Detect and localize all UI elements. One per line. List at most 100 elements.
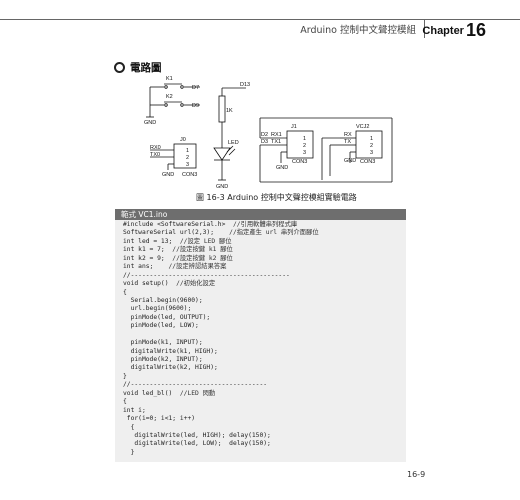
- code-line: void led_bl() //LED 閃動: [123, 390, 406, 398]
- code-text: digitalWrite(k1, HIGH);: [123, 347, 218, 355]
- code-line: for(i=0; i<1; i++): [123, 415, 406, 423]
- label-j1: J1: [291, 124, 297, 130]
- code-text: SoftwareSerial url(2,3);: [123, 229, 214, 237]
- label-tx: TX: [344, 139, 351, 145]
- figure-caption: 圖 16-3 Arduino 控制中文聲控模組實驗電路: [196, 193, 357, 202]
- code-title: 範式 VC1.ino: [115, 209, 406, 220]
- code-text: int led = 13;: [123, 237, 173, 245]
- label-j2-pin1: 1: [370, 136, 373, 142]
- code-line: //--------------------------------------…: [123, 272, 406, 280]
- label-gnd-j1: GND: [276, 165, 288, 171]
- code-comment: //設定 LED 腳位: [172, 237, 232, 245]
- label-resistor: 1K: [226, 108, 233, 114]
- code-line: {: [123, 398, 406, 406]
- code-line: pinMode(led, OUTPUT);: [123, 314, 406, 322]
- code-text: Serial.begin(9600);: [123, 296, 203, 304]
- code-comment: //設定辨認結果答案: [153, 263, 227, 271]
- chapter-number: 16: [465, 20, 486, 40]
- code-line: digitalWrite(k2, HIGH);: [123, 364, 406, 372]
- code-line: int i;: [123, 407, 406, 415]
- label-gnd-led: GND: [216, 184, 228, 190]
- code-line: pinMode(led, LOW);: [123, 322, 406, 330]
- code-text: pinMode(k2, INPUT);: [123, 356, 203, 363]
- label-gnd-switch: GND: [144, 120, 156, 126]
- code-text: pinMode(k1, INPUT);: [123, 339, 203, 347]
- code-text: void setup(): [123, 280, 169, 288]
- label-d2: D2: [261, 132, 268, 138]
- code-text: }: [123, 448, 135, 456]
- label-d7: D7: [192, 85, 199, 91]
- code-text: digitalWrite(k2, HIGH);: [123, 364, 218, 372]
- label-d13: D13: [240, 82, 250, 88]
- label-vcj2: VCJ2: [356, 124, 369, 130]
- ring-bullet-icon: [114, 62, 125, 73]
- label-j0-pin1: 1: [186, 148, 189, 154]
- label-led: LED: [228, 140, 239, 146]
- label-j2-pin3: 3: [370, 150, 373, 156]
- label-tx1: TX1: [271, 139, 281, 145]
- code-comment: //引用軟體串列程式庫: [225, 221, 298, 228]
- header-rule: [0, 19, 520, 20]
- code-line: [123, 331, 406, 339]
- label-k1: K1: [166, 76, 173, 82]
- label-j0-pin2: 2: [186, 155, 189, 161]
- label-k2: K2: [166, 94, 173, 100]
- code-text: digitalWrite(led, HIGH); delay(150);: [123, 431, 271, 439]
- label-j1-pin3: 3: [303, 150, 306, 156]
- label-con3-j2: CON3: [360, 159, 375, 165]
- code-line: int led = 13; //設定 LED 腳位: [123, 238, 406, 246]
- code-line: url.begin(9600);: [123, 305, 406, 313]
- code-line: {: [123, 424, 406, 432]
- code-text: pinMode(led, LOW);: [123, 322, 199, 330]
- code-line: }: [123, 373, 406, 381]
- code-line: int ans; //設定辨認結果答案: [123, 263, 406, 271]
- label-rx0: RX0: [150, 145, 161, 151]
- label-j1-pin2: 2: [303, 143, 306, 149]
- code-line: int k1 = 7; //設定按鍵 k1 腳位: [123, 246, 406, 254]
- code-comment: //LED 閃動: [172, 389, 216, 397]
- code-text: {: [123, 398, 127, 406]
- header-separator: [424, 20, 425, 38]
- running-title: Arduino 控制中文聲控模組: [300, 25, 416, 36]
- code-line: #include <SoftwareSerial.h> //引用軟體串列程式庫: [123, 221, 406, 229]
- circuit-schematic: K1 D7 K2 D9 GND D13 1K LED GND J0 RX0 TX…: [144, 76, 393, 190]
- label-j2-pin2: 2: [370, 143, 373, 149]
- label-d9: D9: [192, 103, 199, 109]
- code-text: {: [123, 288, 127, 296]
- code-line: digitalWrite(k1, HIGH);: [123, 348, 406, 356]
- code-text: {: [123, 423, 135, 431]
- label-j0-pin3: 3: [186, 162, 189, 168]
- code-text: for(i=0; i<1; i++): [123, 415, 196, 423]
- code-comment: //初始化設定: [168, 280, 216, 288]
- section-title: 電路圖: [130, 62, 162, 74]
- code-text: url.begin(9600);: [123, 305, 192, 313]
- code-line: }: [123, 449, 406, 457]
- label-tx0: TX0: [150, 152, 160, 158]
- label-gnd-j2: GND: [344, 158, 356, 164]
- code-text: int i;: [123, 406, 146, 414]
- label-gnd-j0: GND: [162, 172, 174, 178]
- label-rx1: RX1: [271, 132, 282, 138]
- label-d3: D3: [261, 139, 268, 145]
- code-text: int k2 = 9;: [123, 254, 165, 262]
- label-j0: J0: [180, 137, 186, 143]
- code-text: //--------------------------------------…: [123, 271, 290, 279]
- code-line: pinMode(k2, INPUT);: [123, 356, 406, 364]
- code-line: //------------------------------------: [123, 381, 406, 389]
- code-text: }: [123, 372, 127, 380]
- code-text: pinMode(led, OUTPUT);: [123, 313, 211, 321]
- label-j1-pin1: 1: [303, 136, 306, 142]
- code-line: Serial.begin(9600);: [123, 297, 406, 305]
- code-comment: //指定產生 url 串列介面腳位: [214, 229, 319, 237]
- code-text: int k1 = 7;: [123, 246, 165, 254]
- code-text: int ans;: [123, 263, 154, 271]
- label-con3-j1: CON3: [292, 159, 307, 165]
- code-line: digitalWrite(led, HIGH); delay(150);: [123, 432, 406, 440]
- code-text: //------------------------------------: [123, 381, 268, 389]
- page-number: 16-9: [407, 470, 426, 479]
- code-text: #include <SoftwareSerial.h>: [123, 221, 226, 228]
- code-comment: //設定按鍵 k2 腳位: [164, 254, 233, 262]
- code-text: void led_bl(): [123, 389, 173, 397]
